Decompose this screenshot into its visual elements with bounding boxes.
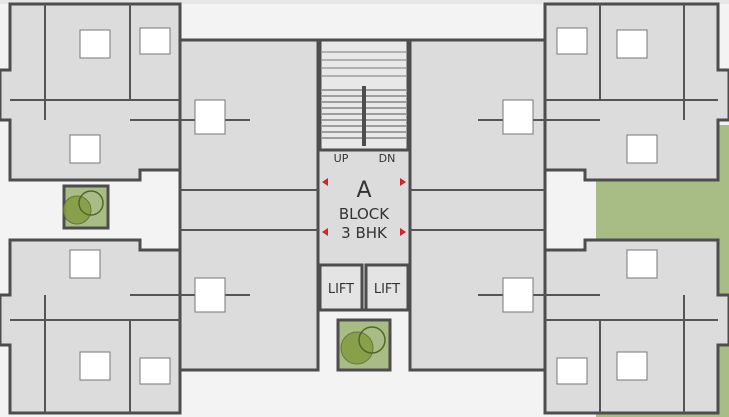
block-label: BLOCK — [339, 205, 390, 223]
room-partitions — [10, 4, 718, 413]
block-letter: A — [356, 178, 371, 203]
staircase — [318, 38, 410, 152]
lift-shafts — [318, 263, 410, 312]
top-strip — [0, 0, 729, 4]
planter-left — [62, 184, 110, 230]
unit-type-label: 3 BHK — [341, 224, 388, 242]
stair-up-label: UP — [334, 152, 349, 165]
stair-down-label: DN — [379, 152, 396, 165]
entry-arrows — [322, 178, 406, 236]
planter-center — [336, 318, 392, 372]
furniture — [69, 27, 658, 385]
lift-label-right: LIFT — [374, 282, 400, 297]
lift-label-left: LIFT — [328, 282, 354, 297]
